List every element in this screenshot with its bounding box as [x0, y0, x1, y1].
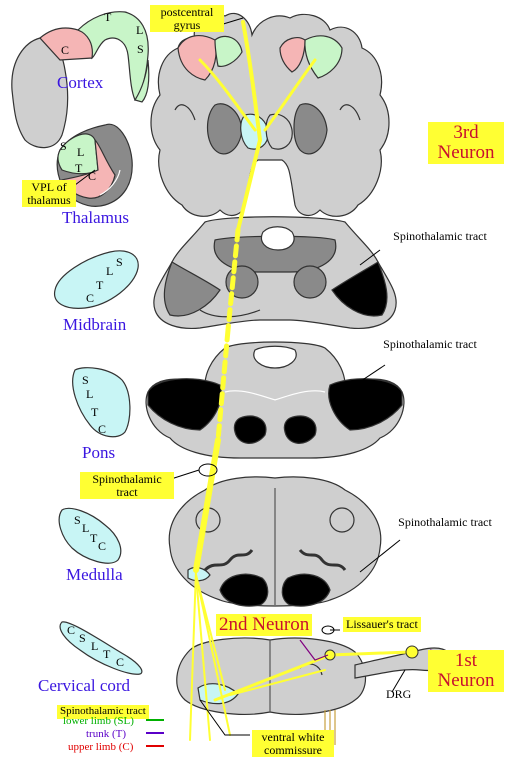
region-label-medulla: Medulla — [66, 565, 123, 584]
cortex-letter-l: L — [136, 23, 144, 37]
second-neuron-label: 2nd Neuron — [216, 614, 313, 636]
cortex-gyrus-drawing — [11, 11, 150, 149]
spinothalamic-tract-midbrain-label: Spinothalamic tract — [393, 229, 487, 243]
ventral-white-commissure-label: ventral white commissure — [252, 730, 334, 758]
cervical-letter-c1: C — [67, 623, 76, 637]
medulla-small-drawing — [58, 507, 122, 564]
first-neuron-label: 1st Neuron — [428, 650, 504, 692]
cervical-letter-s: S — [79, 631, 86, 645]
midbrain-letter-s: S — [116, 255, 123, 269]
cervical-letter-c2: C — [116, 655, 125, 669]
legend-item-lower-limb: lower limb (SL) — [63, 715, 134, 727]
legend-item-upper-limb: upper limb (C) — [68, 741, 134, 753]
pons-section — [145, 341, 405, 459]
midbrain-section — [153, 216, 397, 330]
region-label-pons: Pons — [82, 443, 116, 462]
region-label-thalamus: Thalamus — [62, 208, 130, 227]
spinothalamic-tract-left-label: Spinothalamic tract — [80, 472, 174, 500]
lissauers-tract-label: Lissauer's tract — [343, 617, 421, 632]
region-label-cervical-cord: Cervical cord — [38, 676, 131, 695]
postcentral-gyrus-label: postcentral gyrus — [150, 5, 224, 33]
medulla-letter-t: T — [90, 531, 98, 545]
thalamus-letter-s: S — [60, 139, 67, 153]
thalamus-letter-c: C — [88, 169, 97, 183]
legend-swatches — [146, 719, 164, 747]
spinothalamic-tract-pons-label: Spinothalamic tract — [383, 337, 477, 351]
midbrain-letter-t: T — [96, 278, 104, 292]
pons-letter-c: C — [98, 422, 107, 436]
pons-letter-l: L — [86, 387, 94, 401]
cervical-letter-t: T — [103, 647, 111, 661]
thalamus-letter-l: L — [77, 145, 85, 159]
legend-title: Spinothalamic tract — [57, 705, 149, 719]
cortex-letter-c: C — [61, 43, 70, 57]
pons-letter-s: S — [82, 373, 89, 387]
legend-item-trunk: trunk (T) — [86, 728, 127, 740]
cortex-letter-s: S — [137, 42, 144, 56]
medulla-letter-l: L — [82, 521, 90, 535]
region-label-cortex: Cortex — [57, 73, 104, 92]
pons-letter-t: T — [91, 405, 99, 419]
thalamus-letter-t: T — [75, 161, 83, 175]
midbrain-letter-c: C — [86, 291, 95, 305]
medulla-letter-c: C — [98, 539, 107, 553]
midbrain-letter-l: L — [106, 264, 114, 278]
cervical-letter-l: L — [91, 639, 99, 653]
drg-label: DRG — [386, 687, 412, 701]
vpl-thalamus-label: VPL of thalamus — [22, 180, 76, 208]
midbrain-small-drawing — [54, 250, 139, 309]
spinothalamic-tract-medulla-label: Spinothalamic tract — [398, 515, 492, 529]
cervical-small-drawing — [59, 621, 143, 675]
pons-small-drawing — [72, 367, 131, 438]
spinothalamic-tract-lines — [189, 20, 419, 741]
cortex-letter-t: T — [104, 10, 112, 24]
third-neuron-label: 3rd Neuron — [428, 122, 504, 164]
region-label-midbrain: Midbrain — [63, 315, 127, 334]
brain-coronal-section — [150, 12, 390, 217]
medulla-letter-s: S — [74, 513, 81, 527]
pointer-lines — [74, 17, 406, 736]
